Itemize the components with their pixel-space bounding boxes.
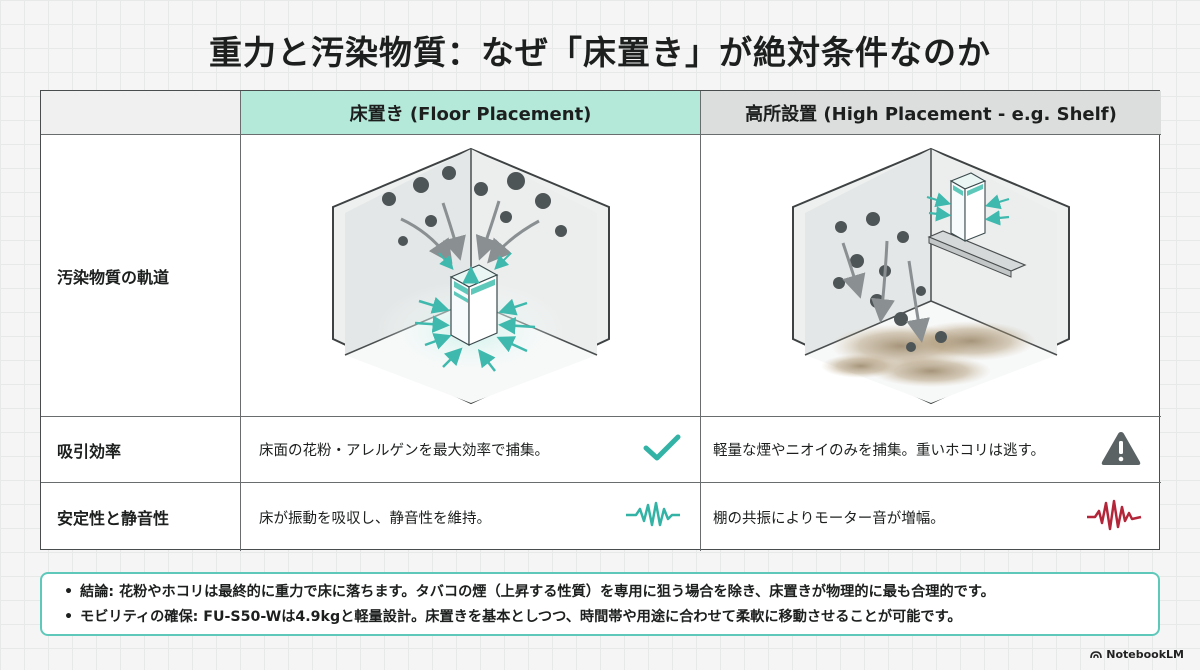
comparison-table: 床置き (Floor Placement) 高所設置 (High Placeme… — [40, 90, 1161, 551]
calm-wave-icon — [624, 499, 682, 535]
column-header-high: 高所設置 (High Placement - e.g. Shelf) — [701, 91, 1161, 135]
floor-stability-cell: 床が振動を吸収し、静音性を維持。 — [241, 483, 701, 551]
high-placement-illustration — [701, 135, 1161, 417]
note-mobility: •モビリティの確保: FU-S50-Wは4.9kgと軽量設計。床置きを基本としつ… — [64, 609, 962, 625]
floor-stability-text: 床が振動を吸収し、静音性を維持。 — [259, 510, 491, 527]
note-conclusion: •結論: 花粉やホコリは最終的に重力で床に落ちます。タバコの煙（上昇する性質）を… — [64, 584, 995, 600]
note-text: モビリティの確保: FU-S50-Wは4.9kgと軽量設計。床置きを基本としつつ… — [80, 609, 962, 625]
noisy-wave-icon — [1085, 499, 1143, 535]
page-title: 重力と汚染物質：なぜ「床置き」が絶対条件なのか — [209, 33, 991, 72]
brand-name: NotebookLM — [1106, 648, 1184, 661]
row-label-stability: 安定性と静音性 — [41, 483, 241, 551]
floor-placement-illustration — [241, 135, 701, 417]
high-stability-text: 棚の共振によりモーター音が増幅。 — [713, 510, 945, 527]
floor-suction-text: 床面の花粉・アレルゲンを最大効率で捕集。 — [259, 443, 549, 459]
row-label-suction: 吸引効率 — [41, 417, 241, 483]
high-suction-text: 軽量な煙やニオイのみを捕集。重いホコリは逃す。 — [713, 443, 1046, 459]
high-room-illustration — [792, 147, 1070, 404]
brand-logo: NotebookLM — [1090, 648, 1184, 661]
summary-notes: •結論: 花粉やホコリは最終的に重力で床に落ちます。タバコの煙（上昇する性質）を… — [40, 572, 1160, 636]
column-header-floor: 床置き (Floor Placement) — [241, 91, 701, 135]
check-icon — [642, 433, 682, 467]
table-corner — [41, 91, 241, 135]
row-label-trajectory: 汚染物質の軌道 — [41, 135, 241, 417]
floor-room-illustration — [331, 147, 610, 404]
warning-icon — [1099, 429, 1143, 471]
floor-suction-cell: 床面の花粉・アレルゲンを最大効率で捕集。 — [241, 417, 701, 483]
high-suction-cell: 軽量な煙やニオイのみを捕集。重いホコリは逃す。 — [701, 417, 1161, 483]
notebooklm-icon — [1090, 651, 1103, 659]
high-stability-cell: 棚の共振によりモーター音が増幅。 — [701, 483, 1161, 551]
note-text: 結論: 花粉やホコリは最終的に重力で床に落ちます。タバコの煙（上昇する性質）を専… — [80, 584, 995, 600]
